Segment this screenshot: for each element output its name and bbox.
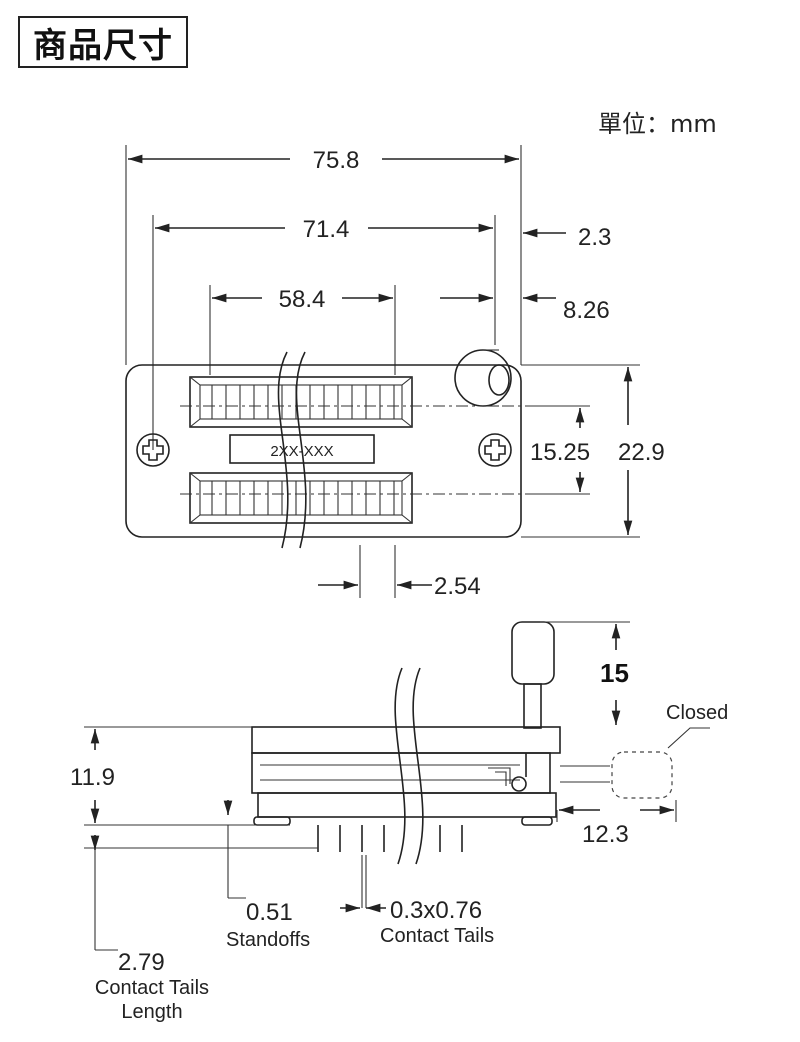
tail-length-label-line1: Contact Tails bbox=[95, 977, 209, 999]
contact-row-bottom bbox=[189, 472, 413, 524]
dim-body-height: 11.9 bbox=[70, 764, 115, 791]
dim-row-spacing: 15.25 bbox=[530, 439, 590, 466]
dim-row-length: 58.4 bbox=[279, 286, 326, 313]
contact-tails-label: Contact Tails bbox=[380, 925, 494, 947]
mounting-screw-left bbox=[136, 433, 170, 467]
dim-pin-pitch: 2.54 bbox=[434, 573, 481, 600]
closed-lever-outline bbox=[611, 751, 673, 799]
tail-length-label-line2: Length bbox=[121, 1001, 182, 1023]
break-line bbox=[277, 351, 289, 549]
page-title: 商品尺寸 bbox=[33, 25, 173, 66]
standoff-left bbox=[253, 816, 291, 826]
lever-knob bbox=[454, 349, 512, 407]
closed-label: Closed bbox=[666, 702, 728, 724]
contact-tails bbox=[317, 825, 463, 852]
lever-handle bbox=[511, 621, 555, 685]
dim-lever-offset: 2.3 bbox=[578, 224, 611, 251]
lever-knob-hole bbox=[488, 364, 510, 396]
lever-shaft bbox=[523, 683, 542, 729]
dim-standoff: 0.51 bbox=[246, 899, 293, 926]
dim-lever-travel: 12.3 bbox=[582, 821, 629, 848]
dim-lever-height: 15 bbox=[600, 658, 629, 688]
dim-mounting-hole-spacing: 71.4 bbox=[303, 216, 350, 243]
side-body-top bbox=[251, 726, 561, 754]
label-plate bbox=[229, 434, 375, 464]
dim-contact-tail: 0.3x0.76 bbox=[390, 897, 482, 924]
dim-lever-diameter: 8.26 bbox=[563, 297, 610, 324]
standoffs-label: Standoffs bbox=[226, 929, 310, 951]
dim-overall-length: 75.8 bbox=[313, 147, 360, 174]
dim-overall-width: 22.9 bbox=[618, 439, 665, 466]
standoff-right bbox=[521, 816, 553, 826]
socket-body-outline bbox=[125, 364, 522, 538]
contact-row-top bbox=[189, 376, 413, 428]
page-title-box: 商品尺寸 bbox=[18, 16, 188, 68]
unit-label: 單位：mm bbox=[598, 110, 717, 138]
dim-tail-length: 2.79 bbox=[118, 949, 165, 976]
mounting-screw-right bbox=[478, 433, 512, 467]
top-view: 75.8 71.4 2.3 58.4 8.26 bbox=[125, 145, 665, 600]
side-body-base bbox=[257, 792, 557, 818]
side-view: 15 Closed 12.3 11.9 bbox=[70, 621, 728, 1023]
